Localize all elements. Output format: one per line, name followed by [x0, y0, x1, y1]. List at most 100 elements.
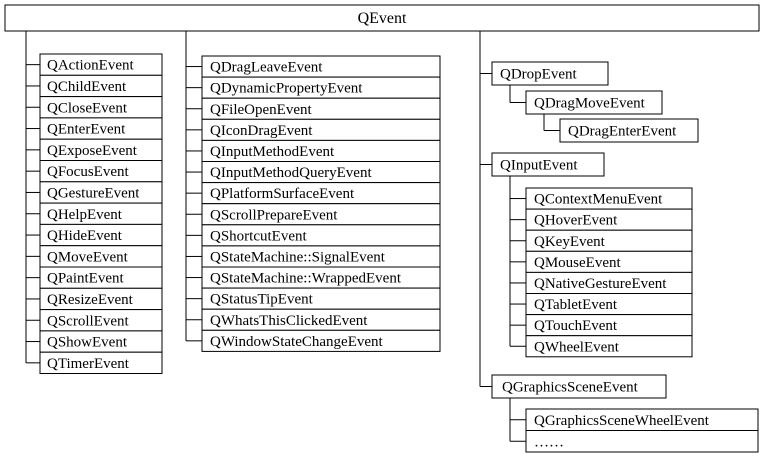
input-child-node-label: QWheelEvent	[534, 339, 620, 355]
column2-node-label: QIconDragEvent	[210, 123, 313, 139]
column1-node: QActionEvent	[39, 53, 163, 76]
node-qdragenterevent-label: QDragEnterEvent	[568, 124, 677, 140]
input-child-node-label: QTabletEvent	[534, 297, 618, 313]
column1-node-label: QEnterEvent	[47, 122, 126, 138]
graphics-child-node-label: ……	[534, 434, 564, 450]
column1-node: QFocusEvent	[39, 160, 163, 183]
input-child-node-label: QHoverEvent	[534, 213, 618, 229]
input-child-node-frame	[525, 335, 693, 358]
column1-node-label: QCloseEvent	[47, 100, 128, 116]
column2-node-label: QWhatsThisClickedEvent	[210, 313, 368, 329]
column1-node-label: QGestureEvent	[47, 185, 140, 201]
column1-node: QHelpEvent	[39, 202, 163, 225]
column2-node-label: QShortcutEvent	[210, 228, 307, 244]
column2-node-label: QStateMachine::WrappedEvent	[210, 271, 402, 287]
node-qdragenterevent-frame	[559, 118, 699, 143]
input-child-node: QMouseEvent	[525, 250, 693, 273]
input-child-node-label: QKeyEvent	[534, 234, 606, 250]
node-qgraphicssceneevent-frame	[491, 374, 667, 399]
column1-node-label: QChildEvent	[47, 79, 127, 95]
input-child-node: QHoverEvent	[525, 208, 693, 231]
column1-node: QExposeEvent	[39, 138, 163, 161]
column1-node-label: QHelpEvent	[47, 207, 123, 223]
column1-node-label: QMoveEvent	[47, 249, 129, 265]
column1-node: QEnterEvent	[39, 117, 163, 140]
column2-node-label: QDragLeaveEvent	[210, 60, 323, 76]
input-child-node: QWheelEvent	[525, 335, 693, 358]
column2-node: QStatusTipEvent	[201, 287, 441, 310]
column2-node-label: QStatusTipEvent	[210, 292, 314, 308]
input-child-node-label: QContextMenuEvent	[534, 192, 663, 208]
column2-node: QWindowStateChangeEvent	[201, 329, 441, 352]
column2-node: QDragLeaveEvent	[201, 55, 441, 78]
column2-node: QWhatsThisClickedEvent	[201, 308, 441, 331]
input-child-node: QTabletEvent	[525, 293, 693, 316]
node-qdropevent-label: QDropEvent	[500, 67, 577, 83]
node-qdragmoveevent: QDragMoveEvent	[525, 90, 663, 115]
input-child-node-label: QTouchEvent	[534, 318, 618, 334]
column1-node-label: QPaintEvent	[47, 271, 124, 287]
input-child-node: QContextMenuEvent	[525, 187, 693, 210]
column2-node: QStateMachine::WrappedEvent	[201, 266, 441, 289]
column2-node: QScrollPrepareEvent	[201, 203, 441, 226]
column1-node: QScrollEvent	[39, 309, 163, 332]
column1-node: QGestureEvent	[39, 181, 163, 204]
node-qdropevent: QDropEvent	[491, 61, 609, 86]
column1-node-label: QHideEvent	[47, 228, 123, 244]
node-qdropevent-frame	[491, 61, 609, 86]
column2-node: QInputMethodEvent	[201, 139, 441, 162]
column2-node: QShortcutEvent	[201, 224, 441, 247]
column1-node: QShowEvent	[39, 330, 163, 353]
column1-node: QChildEvent	[39, 74, 163, 98]
column2-node-label: QStateMachine::SignalEvent	[210, 249, 386, 265]
column1-node: QHideEvent	[39, 223, 163, 247]
column2-node-label: QScrollPrepareEvent	[210, 207, 338, 223]
node-qdragmoveevent-label: QDragMoveEvent	[534, 96, 646, 112]
column1-node-label: QActionEvent	[47, 58, 134, 74]
column2-node: QPlatformSurfaceEvent	[201, 182, 441, 205]
node-qinputevent: QInputEvent	[491, 152, 605, 177]
column1-node: QMoveEvent	[39, 245, 163, 268]
column2-node-label: QInputMethodEvent	[210, 144, 335, 160]
column1-node: QPaintEvent	[39, 266, 163, 289]
column1-node-label: QScrollEvent	[47, 313, 129, 329]
root-node-qevent-label: QEvent	[358, 10, 407, 27]
column1-node-label: QResizeEvent	[47, 292, 134, 308]
column1-node-frame	[39, 351, 163, 375]
column2-node-label: QInputMethodQueryEvent	[210, 165, 372, 181]
column2-node-label: QDynamicPropertyEvent	[210, 81, 363, 97]
column1-node: QTimerEvent	[39, 351, 163, 375]
input-child-node: QNativeGestureEvent	[525, 271, 693, 294]
root-node-qevent-frame	[4, 4, 760, 32]
column1-node-label: QTimerEvent	[47, 356, 130, 372]
node-qgraphicssceneevent: QGraphicsSceneEvent	[491, 374, 667, 399]
column1-node: QCloseEvent	[39, 96, 163, 119]
column1-node: QResizeEvent	[39, 287, 163, 311]
column2-node-label: QPlatformSurfaceEvent	[210, 186, 355, 202]
graphics-child-node-label: QGraphicsSceneWheelEvent	[534, 413, 710, 429]
column1-node-label: QFocusEvent	[47, 164, 129, 180]
column2-node-frame	[201, 329, 441, 352]
node-qgraphicssceneevent-label: QGraphicsSceneEvent	[502, 380, 639, 396]
column2-node: QStateMachine::SignalEvent	[201, 245, 441, 268]
graphics-child-node: ……	[525, 430, 759, 453]
column2-node: QInputMethodQueryEvent	[201, 161, 441, 184]
column2-node-label: QWindowStateChangeEvent	[210, 334, 384, 350]
graphics-child-node-frame	[525, 430, 759, 453]
node-qinputevent-frame	[491, 152, 605, 177]
input-child-node-label: QNativeGestureEvent	[534, 276, 667, 292]
node-qinputevent-label: QInputEvent	[500, 158, 578, 174]
input-child-node: QTouchEvent	[525, 314, 693, 337]
column2-node: QIconDragEvent	[201, 118, 441, 141]
column1-node-label: QShowEvent	[47, 335, 128, 351]
graphics-child-node: QGraphicsSceneWheelEvent	[525, 408, 759, 431]
node-qdragenterevent: QDragEnterEvent	[559, 118, 699, 143]
input-child-node-label: QMouseEvent	[534, 255, 621, 271]
input-child-node: QKeyEvent	[525, 229, 693, 252]
column1-node-label: QExposeEvent	[47, 143, 138, 159]
column2-node: QDynamicPropertyEvent	[201, 76, 441, 99]
root-node-qevent: QEvent	[4, 4, 760, 32]
node-qdragmoveevent-frame	[525, 90, 663, 115]
column2-node: QFileOpenEvent	[201, 97, 441, 120]
